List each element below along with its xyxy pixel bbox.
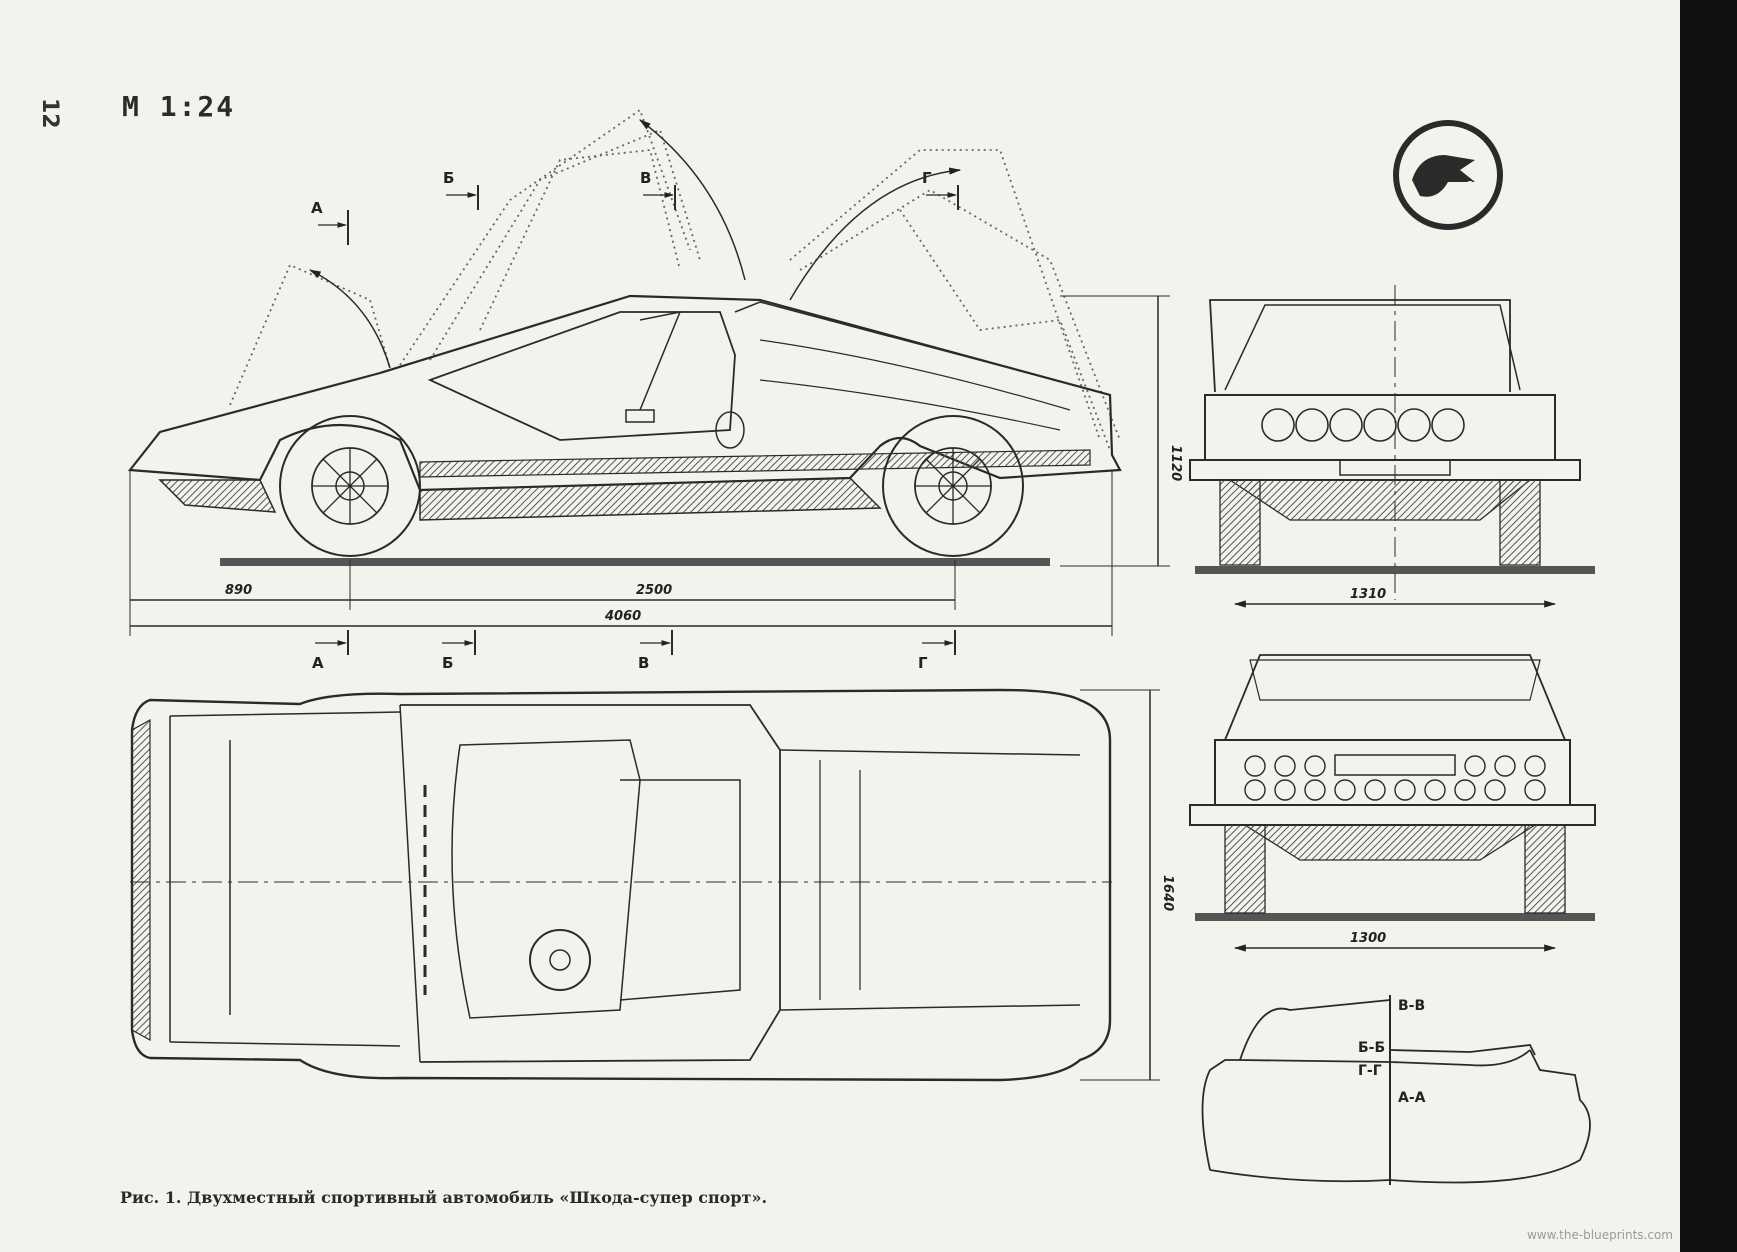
top-view <box>130 688 1160 1082</box>
section-v-bottom: В <box>638 654 649 672</box>
section-label-b: Б-Б <box>1358 1040 1385 1056</box>
watermark-text: www.the-blueprints.com <box>1526 1228 1673 1242</box>
section-g-top: Г <box>922 169 932 187</box>
figure-caption: Рис. 1. Двухместный спортивный автомобил… <box>120 1188 768 1207</box>
section-a-bottom: А <box>312 654 324 672</box>
lower-section-markers <box>315 630 956 655</box>
skoda-logo-icon <box>1393 120 1503 230</box>
dim-front-overhang: 890 <box>225 583 252 598</box>
scale-label: М 1:24 <box>122 90 236 123</box>
dim-height: 1120 <box>1168 445 1183 481</box>
top-body-outline <box>130 688 1112 1082</box>
front-view <box>1189 285 1595 608</box>
section-a-top: А <box>311 199 323 217</box>
side-rear-wheel <box>882 415 1024 557</box>
cross-sections <box>1201 995 1591 1185</box>
side-section-markers <box>318 185 959 245</box>
section-b-bottom: Б <box>442 654 453 672</box>
section-b-top: Б <box>443 169 454 187</box>
page-binding-edge <box>1680 0 1737 1252</box>
rear-view <box>1189 654 1596 952</box>
dim-width: 1640 <box>1160 875 1175 911</box>
dim-front-track: 1310 <box>1350 587 1386 602</box>
side-body-outline <box>127 294 1122 492</box>
section-label-v: В-В <box>1398 998 1425 1014</box>
section-label-a: А-А <box>1398 1090 1426 1106</box>
rear-lamps <box>1244 755 1546 801</box>
section-v-top: В <box>640 169 651 187</box>
section-g-bottom: Г <box>918 654 928 672</box>
side-front-wheel <box>279 415 421 557</box>
section-label-g: Г-Г <box>1358 1063 1382 1079</box>
opened-panels-dotted <box>229 108 1121 451</box>
side-ground-line <box>220 558 1050 566</box>
dim-rear-track: 1300 <box>1350 931 1386 946</box>
front-lamps <box>1261 408 1465 442</box>
dim-wheelbase: 2500 <box>636 583 672 598</box>
dim-length: 4060 <box>604 609 641 624</box>
side-view <box>127 108 1170 655</box>
